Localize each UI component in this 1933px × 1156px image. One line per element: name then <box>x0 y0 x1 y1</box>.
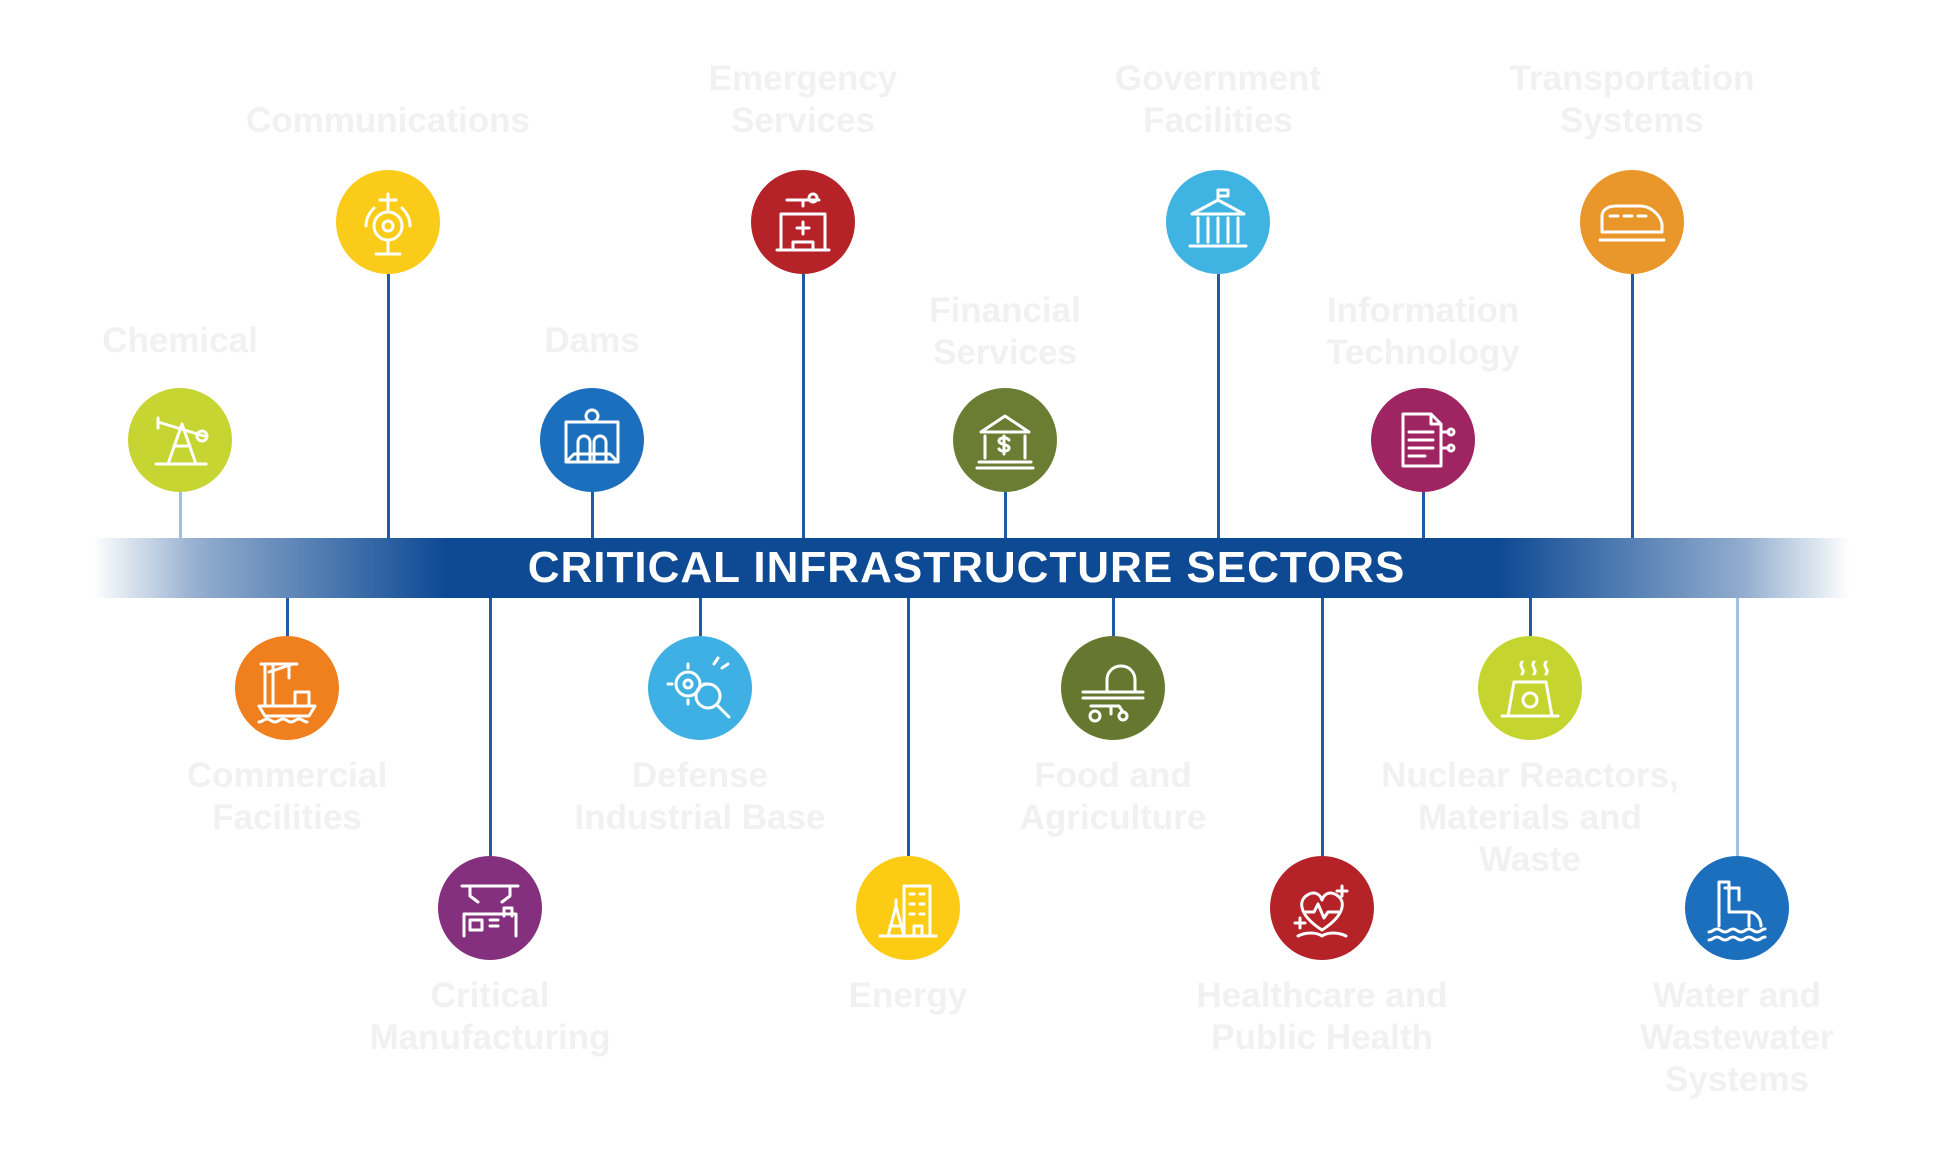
sector-node-emergency-services <box>751 170 855 274</box>
sector-node-chemical <box>128 388 232 492</box>
connector-defense-industrial-base <box>698 598 702 636</box>
sector-node-government-facilities <box>1166 170 1270 274</box>
connector-water-and-wastewater-systems <box>1735 598 1739 856</box>
connector-energy <box>906 598 910 856</box>
connector-information-technology <box>1421 492 1425 538</box>
sector-label-transportation-systems: Transportation Systems <box>1509 59 1755 140</box>
sector-node-energy <box>856 856 960 960</box>
sector-label-emergency-services: Emergency Services <box>708 59 898 140</box>
sector-label-financial-services: Financial Services <box>929 291 1081 372</box>
connector-nuclear-reactors-materials-and-waste <box>1528 598 1532 636</box>
sector-node-dams <box>540 388 644 492</box>
sector-label-defense-industrial-base: Defense Industrial Base <box>574 756 826 837</box>
sector-node-communications <box>336 170 440 274</box>
sector-node-healthcare-and-public-health <box>1270 856 1374 960</box>
sector-label-critical-manufacturing: Critical Manufacturing <box>369 976 611 1057</box>
sector-node-food-and-agriculture <box>1061 636 1165 740</box>
sector-node-critical-manufacturing <box>438 856 542 960</box>
sector-label-healthcare-and-public-health: Healthcare and Public Health <box>1196 976 1448 1057</box>
connector-food-and-agriculture <box>1111 598 1115 636</box>
connector-dams <box>590 492 594 538</box>
connector-communications <box>386 274 390 538</box>
connector-healthcare-and-public-health <box>1320 598 1324 856</box>
sector-label-nuclear-reactors-materials-and-waste: Nuclear Reactors, Materials and Waste <box>1381 756 1679 879</box>
sector-label-water-and-wastewater-systems: Water and Wastewater Systems <box>1640 976 1834 1099</box>
sector-node-defense-industrial-base <box>648 636 752 740</box>
sector-node-financial-services <box>953 388 1057 492</box>
title-band <box>93 538 1850 598</box>
sector-label-government-facilities: Government Facilities <box>1114 59 1322 140</box>
sector-label-energy: Energy <box>848 976 968 1015</box>
connector-government-facilities <box>1216 274 1220 538</box>
sector-node-nuclear-reactors-materials-and-waste <box>1478 636 1582 740</box>
connector-emergency-services <box>801 274 805 538</box>
sector-label-commercial-facilities: Commercial Facilities <box>186 756 388 837</box>
connector-chemical <box>178 492 182 538</box>
sector-node-water-and-wastewater-systems <box>1685 856 1789 960</box>
sector-node-transportation-systems <box>1580 170 1684 274</box>
sector-label-communications: Communications <box>246 101 530 140</box>
sector-label-chemical: Chemical <box>102 321 258 360</box>
sector-label-dams: Dams <box>544 321 640 360</box>
sector-node-commercial-facilities <box>235 636 339 740</box>
connector-critical-manufacturing <box>488 598 492 856</box>
sector-node-information-technology <box>1371 388 1475 492</box>
sector-label-information-technology: Information Technology <box>1326 291 1520 372</box>
connector-transportation-systems <box>1630 274 1634 538</box>
diagram-title: CRITICAL INFRASTRUCTURE SECTORS <box>527 543 1406 592</box>
connector-financial-services <box>1003 492 1007 538</box>
connector-commercial-facilities <box>285 598 289 636</box>
sector-label-food-and-agriculture: Food and Agriculture <box>1019 756 1207 837</box>
